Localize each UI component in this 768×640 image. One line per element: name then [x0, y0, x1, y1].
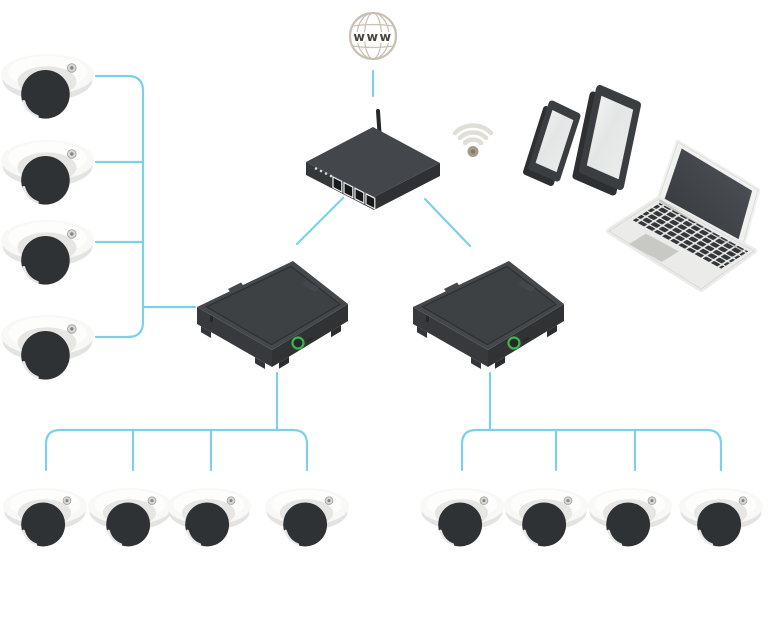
internet-label: www [353, 29, 392, 44]
dome-camera-left-4 [0, 313, 96, 382]
dome-camera-bottom-left-4 [263, 486, 351, 548]
dome-camera-left-2 [0, 138, 96, 207]
router-recorder-right-link [423, 197, 472, 248]
globe-icon: www [348, 11, 398, 61]
dome-camera-bottom-right-2 [502, 486, 590, 548]
recorder-left [195, 259, 350, 371]
recorder-left-camera-bus [44, 371, 309, 472]
dome-camera-bottom-right-4 [677, 486, 765, 548]
router-ethernet-ports [332, 176, 376, 210]
dome-camera-left-3 [0, 218, 96, 287]
dome-camera-bottom-left-2 [86, 486, 174, 548]
tablet-screen [586, 95, 634, 180]
laptop-trackpad [628, 233, 679, 262]
dome-camera-bottom-left-3 [165, 486, 253, 548]
recorder-right-camera-bus [460, 371, 723, 472]
wireless-router [306, 109, 440, 210]
router-recorder-left-link [295, 196, 345, 246]
laptop-screen [664, 148, 753, 245]
laptop [606, 139, 761, 292]
camera-harness-left-column [94, 74, 197, 339]
wifi-icon [452, 123, 494, 157]
laptop-keyboard [632, 203, 749, 269]
router-leds [314, 167, 333, 178]
smartphone [523, 100, 581, 186]
dome-camera-bottom-right-1 [418, 486, 506, 548]
dome-camera-bottom-left-1 [1, 486, 89, 548]
dome-camera-left-1 [0, 52, 96, 121]
smartphone-screen [535, 110, 574, 173]
recorder-right [411, 259, 566, 371]
dome-camera-bottom-right-3 [586, 486, 674, 548]
router-antenna [376, 109, 382, 135]
tablet [572, 85, 641, 196]
